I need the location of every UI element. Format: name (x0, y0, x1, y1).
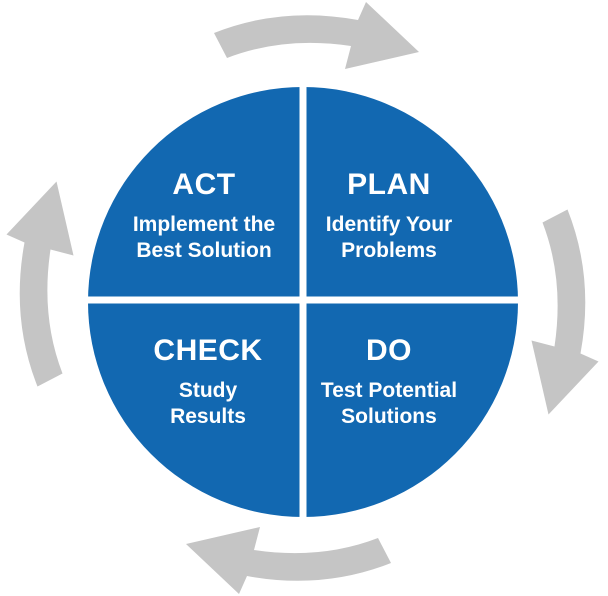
quadrant-divider-horizontal (86, 296, 520, 304)
cycle-arrow-bottom-icon (186, 527, 391, 594)
cycle-arrow-left-icon (6, 181, 74, 387)
cycle-arrow-top-icon (214, 2, 419, 69)
cycle-arrows (6, 2, 599, 594)
cycle-arrow-right-icon (531, 209, 599, 415)
